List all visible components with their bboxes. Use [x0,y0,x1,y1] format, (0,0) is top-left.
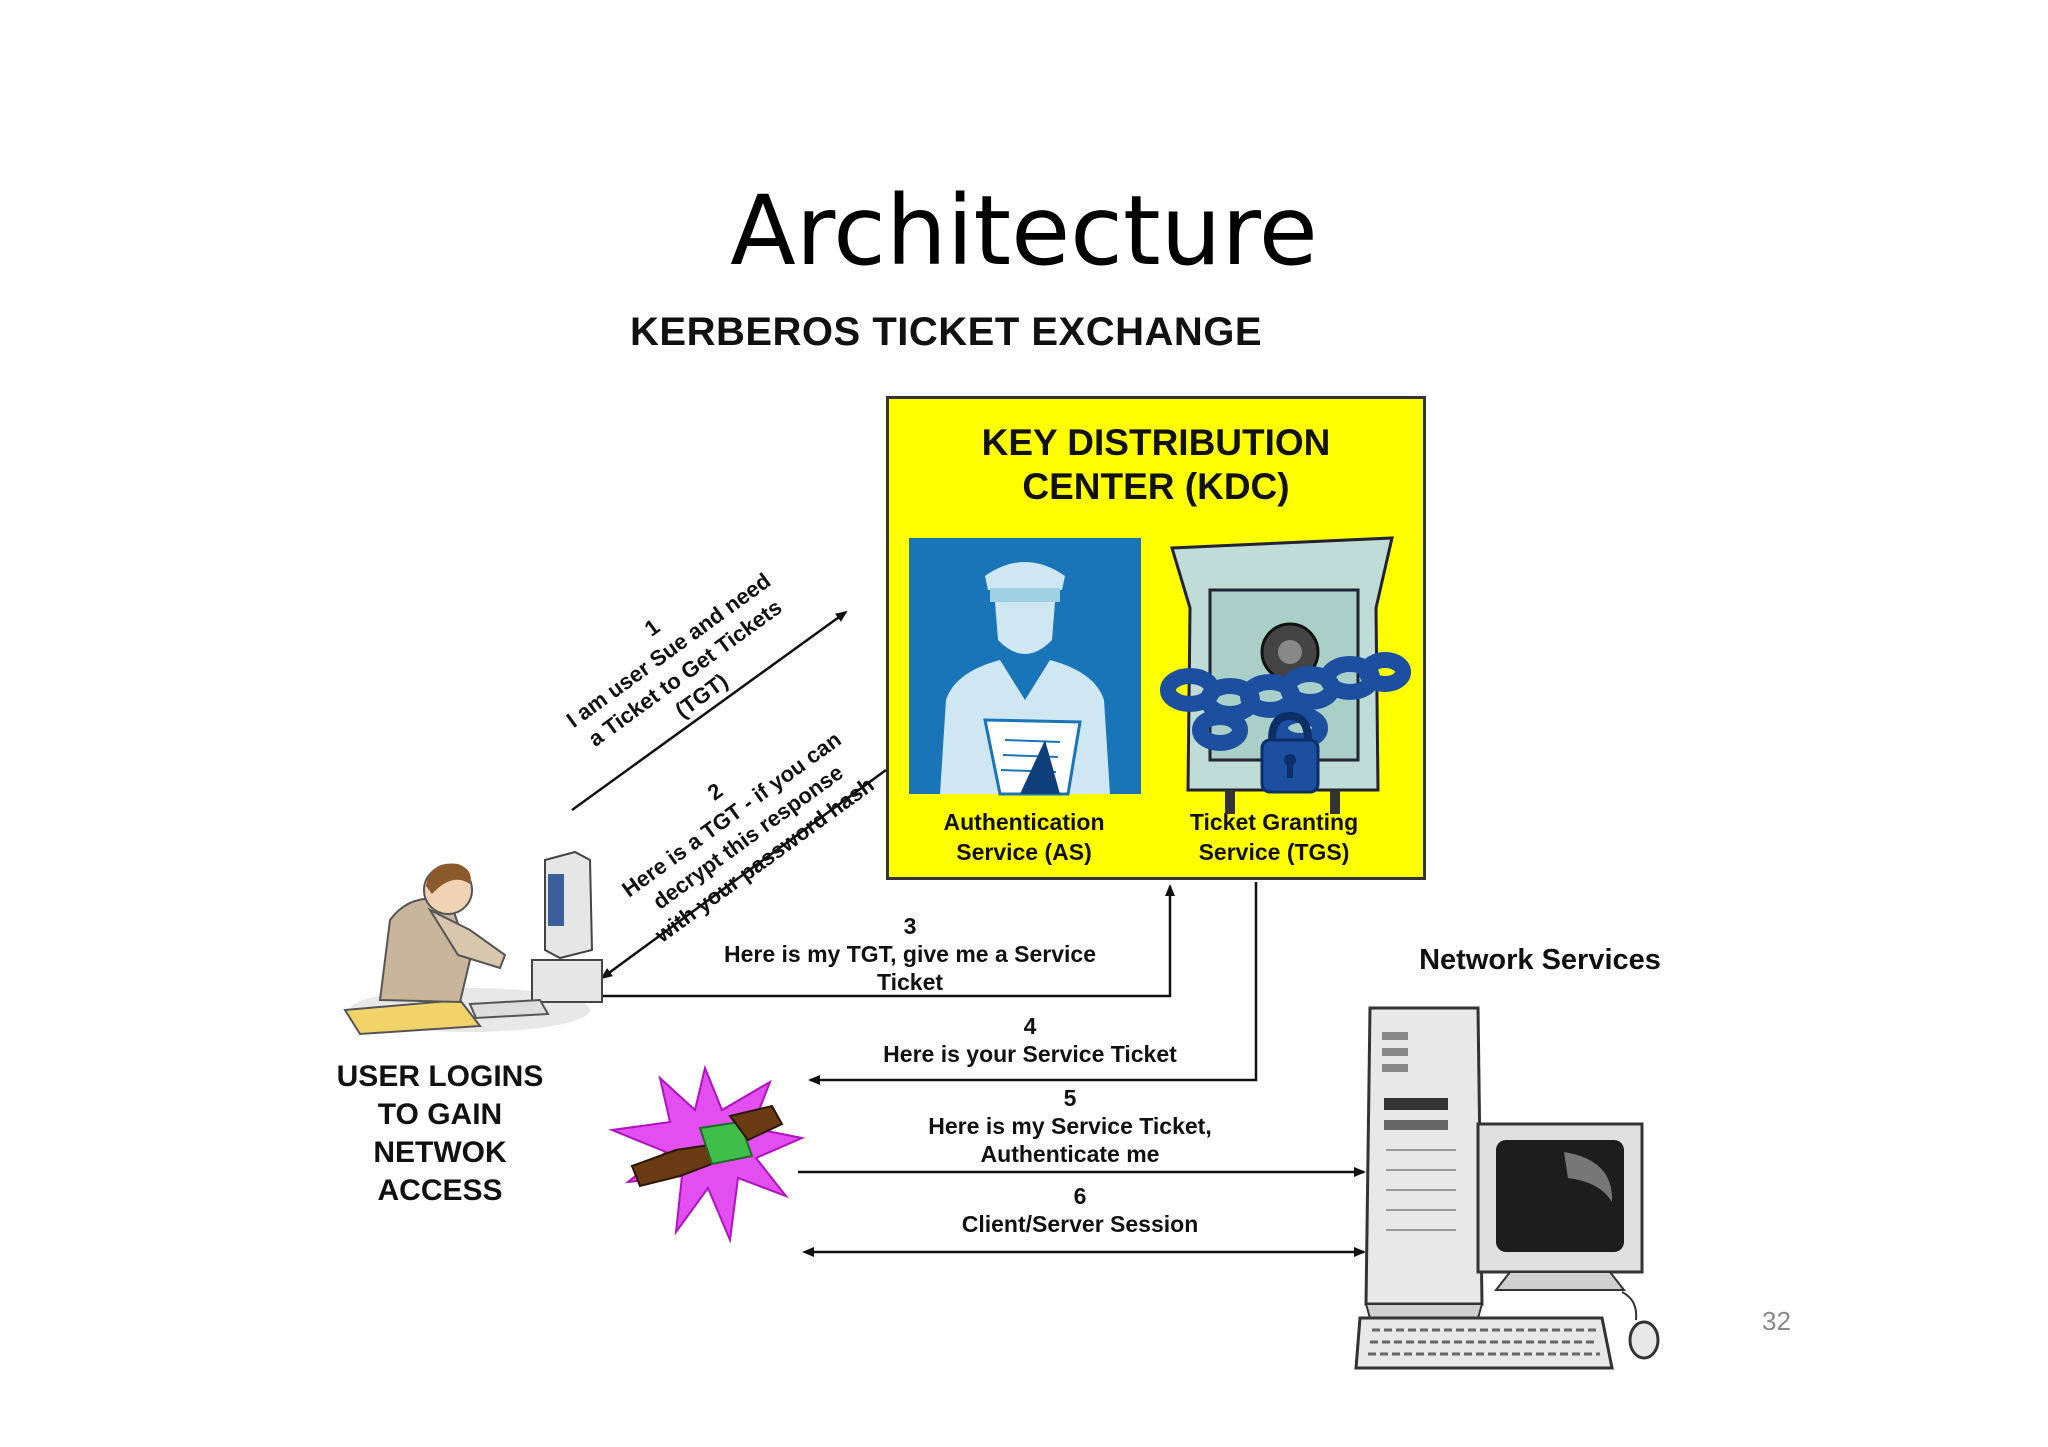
page-number: 32 [1762,1306,1791,1336]
kdc-title-line1: KEY DISTRIBUTION [981,422,1331,463]
message-5-line2: Authenticate me [980,1141,1160,1167]
user-label: USER LOGINS TO GAIN NETWOK ACCESS [300,1058,580,1210]
message-5-line1: Here is my Service Ticket, [928,1113,1212,1139]
message-4: 4 Here is your Service Ticket [840,1012,1220,1068]
as-label-line1: Authentication [943,809,1105,835]
message-5-number: 5 [1063,1085,1077,1111]
arrow-3 [602,884,1175,998]
kdc-title-line2: CENTER (KDC) [1022,466,1290,507]
message-5: 5 Here is my Service Ticket, Authenticat… [880,1084,1260,1168]
message-4-number: 4 [1023,1013,1037,1039]
user-at-computer-icon [343,850,603,1036]
kdc-title: KEY DISTRIBUTION CENTER (KDC) [889,421,1423,509]
slide-title: Architecture [730,175,1318,287]
tgs-label-line2: Service (TGS) [1198,839,1350,865]
message-6-number: 6 [1073,1183,1087,1209]
network-services-label: Network Services [1419,944,1661,976]
arrow-2 [600,768,887,980]
message-3: 3 Here is my TGT, give me a Service Tick… [700,912,1120,996]
message-4-line1: Here is your Service Ticket [883,1041,1177,1067]
user-label-line3: NETWOK [373,1136,507,1169]
user-label-line2: TO GAIN [377,1098,503,1131]
message-3-line1: Here is my TGT, give me a Service [723,941,1097,967]
as-label-line2: Service (AS) [956,839,1092,865]
security-guard-icon [909,538,1141,796]
diagram-title: KERBEROS TICKET EXCHANGE [630,310,1263,354]
chained-safe-icon [1160,536,1411,814]
user-label-line4: ACCESS [377,1174,503,1207]
ticket-handoff-icon [608,1064,806,1244]
arrow-1 [571,610,848,812]
user-label-line1: USER LOGINS [336,1060,544,1093]
message-6-line1: Client/Server Session [961,1211,1199,1237]
message-3-line2: Ticket [876,969,944,995]
server-computer-icon [1354,1006,1660,1370]
message-6: 6 Client/Server Session [900,1182,1260,1238]
arrow-4 [808,882,1258,1085]
as-label: Authentication Service (AS) [909,807,1139,867]
message-3-number: 3 [903,913,917,939]
